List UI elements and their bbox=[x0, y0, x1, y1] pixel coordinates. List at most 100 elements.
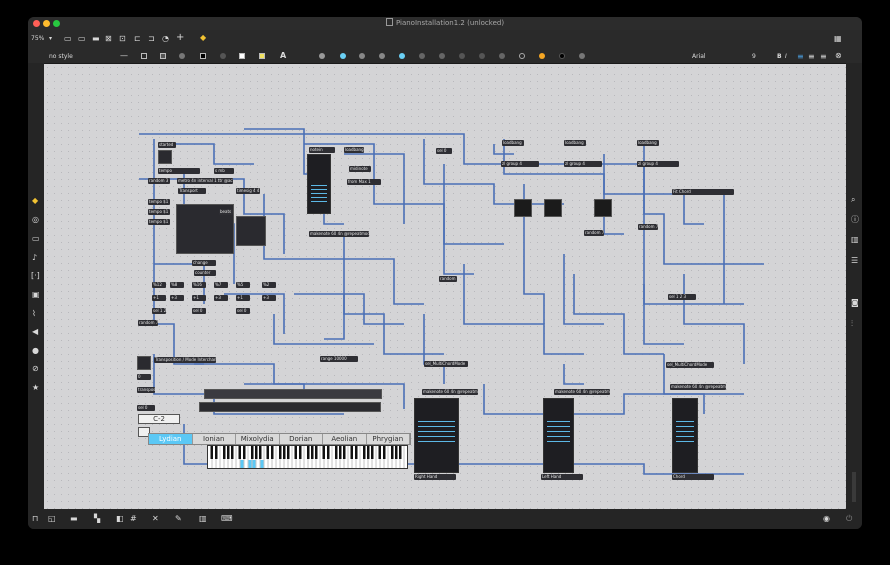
window-icon[interactable]: ▭ bbox=[32, 234, 40, 243]
patch-object[interactable]: sel 0 bbox=[436, 148, 452, 154]
number-box[interactable]: %2 bbox=[262, 282, 276, 288]
patch-object[interactable]: from Max 1 bbox=[347, 179, 381, 185]
patch-object[interactable]: zl group 4 bbox=[501, 161, 539, 167]
color-swatch[interactable] bbox=[479, 53, 485, 59]
style-menu[interactable]: no style bbox=[49, 53, 73, 60]
nslider-chord[interactable] bbox=[672, 398, 698, 473]
camera-icon[interactable]: ◙ bbox=[851, 298, 859, 307]
align-center-icon[interactable]: ≡ bbox=[808, 52, 815, 61]
mode-tab[interactable]: Aeolian bbox=[323, 434, 367, 444]
windows-icon[interactable]: ▚ bbox=[94, 514, 101, 523]
color-swatch[interactable] bbox=[200, 53, 206, 59]
patch-object[interactable]: loadbang bbox=[344, 147, 364, 153]
number-box[interactable]: %5 bbox=[236, 282, 250, 288]
dsp-meter-icon[interactable]: ◉ bbox=[823, 514, 830, 523]
patch-object[interactable]: range 10000 bbox=[320, 356, 358, 362]
patch-object[interactable]: notein bbox=[309, 147, 335, 153]
bold-button[interactable]: B bbox=[777, 53, 782, 60]
toggle-object-icon[interactable]: ⊡ bbox=[119, 34, 126, 43]
patch-object[interactable]: s mb bbox=[214, 168, 234, 174]
color-swatch[interactable] bbox=[539, 53, 545, 59]
wrench-icon[interactable]: ✎ bbox=[175, 514, 182, 523]
patch-object[interactable]: change bbox=[192, 260, 216, 266]
star-icon[interactable]: ★ bbox=[32, 383, 40, 392]
presentation-icon[interactable]: ◱ bbox=[48, 514, 56, 523]
number-box[interactable]: +3 bbox=[214, 295, 228, 301]
button-object-icon[interactable]: ⊠ bbox=[105, 34, 112, 43]
text-tool[interactable]: A bbox=[280, 51, 287, 60]
info-icon[interactable]: ⓘ bbox=[851, 215, 859, 224]
speaker-object[interactable] bbox=[594, 199, 612, 217]
note-display[interactable]: C-2 bbox=[138, 414, 180, 424]
minimize-window-button[interactable] bbox=[43, 20, 50, 27]
message-box[interactable] bbox=[204, 389, 382, 399]
bracket-icon[interactable]: [·] bbox=[31, 271, 40, 280]
color-swatch[interactable] bbox=[239, 53, 245, 59]
color-swatch[interactable] bbox=[399, 53, 405, 59]
patch-object[interactable]: makenote 60 4n @repeatmode 2 bbox=[309, 231, 369, 237]
patch-object[interactable]: midinote bbox=[349, 166, 371, 172]
color-swatch[interactable] bbox=[499, 53, 505, 59]
patch-object[interactable]: random 3 bbox=[148, 178, 170, 184]
border-icon[interactable] bbox=[141, 53, 147, 59]
plugin-icon[interactable]: ◀ bbox=[32, 327, 39, 336]
patcher-canvas[interactable]: started tempo s mb random 3 metro 4n int… bbox=[44, 64, 846, 509]
patch-object[interactable]: makenote 60 4n @repeatmode 2 bbox=[422, 389, 478, 395]
color-swatch[interactable] bbox=[459, 53, 465, 59]
patch-object[interactable]: loadbang bbox=[564, 140, 586, 146]
color-swatch[interactable] bbox=[439, 53, 445, 59]
line-color-icon[interactable]: — bbox=[120, 51, 128, 60]
number-box[interactable] bbox=[138, 427, 150, 437]
color-swatch[interactable] bbox=[340, 53, 346, 59]
chat-icon[interactable]: ▬ bbox=[70, 514, 78, 523]
nslider-right-hand[interactable] bbox=[414, 398, 459, 473]
debug-icon[interactable]: ◧ bbox=[116, 514, 124, 523]
zoom-window-button[interactable] bbox=[53, 20, 60, 27]
add-object-icon[interactable]: + bbox=[176, 32, 185, 43]
search-icon[interactable]: ⌕ bbox=[851, 195, 856, 204]
button-object[interactable] bbox=[137, 356, 151, 370]
italic-button[interactable]: I bbox=[785, 53, 787, 60]
target-icon[interactable]: ◎ bbox=[32, 215, 39, 224]
patch-object[interactable]: metro 4n interval 1 ttr @active 1 bbox=[177, 178, 233, 184]
font-menu[interactable]: Arial bbox=[692, 53, 706, 60]
patch-object[interactable]: timesig 4 4 bbox=[236, 188, 260, 194]
dial-icon[interactable]: ◔ bbox=[162, 34, 169, 43]
keyboard-icon[interactable]: ⌨ bbox=[221, 514, 233, 523]
color-swatch[interactable] bbox=[179, 53, 185, 59]
patch-object[interactable]: Fit Chord bbox=[672, 189, 734, 195]
patch-object[interactable]: zl group 4 bbox=[637, 161, 679, 167]
patch-object[interactable]: sel 0 bbox=[236, 308, 250, 314]
patch-object[interactable]: random 7 bbox=[138, 320, 158, 326]
patch-object[interactable]: sel 0 bbox=[137, 405, 155, 411]
circle-slash-icon[interactable]: ⊘ bbox=[32, 364, 39, 373]
color-swatch[interactable] bbox=[220, 53, 226, 59]
number-box[interactable]: +3 bbox=[262, 295, 276, 301]
grid-icon[interactable]: # bbox=[130, 514, 137, 523]
mode-tab[interactable]: Ionian bbox=[193, 434, 236, 444]
number-box[interactable]: +1 bbox=[192, 295, 206, 301]
inlet-icon[interactable]: ⊏ bbox=[134, 34, 141, 43]
kslider-keyboard[interactable] bbox=[207, 445, 408, 469]
patch-object[interactable]: makenote 60 4n @repeatmode 2 bbox=[670, 384, 726, 390]
list-icon[interactable]: ☰ bbox=[851, 256, 859, 265]
mode-tab[interactable]: Lydian bbox=[149, 434, 193, 444]
layout-icon[interactable]: ▥ bbox=[851, 235, 859, 244]
color-swatch[interactable] bbox=[419, 53, 425, 59]
font-size-menu[interactable]: 9 bbox=[752, 53, 756, 60]
nslider-left-hand[interactable] bbox=[543, 398, 574, 473]
p-icon[interactable]: ● bbox=[32, 346, 39, 355]
align-right-icon[interactable]: ≡ bbox=[820, 52, 827, 61]
patch-object[interactable]: sel 0 bbox=[192, 308, 206, 314]
color-swatch[interactable] bbox=[319, 53, 325, 59]
patch-object[interactable]: loadbang bbox=[637, 140, 659, 146]
mode-tab[interactable]: Mixolydia bbox=[236, 434, 280, 444]
number-box[interactable]: %8 bbox=[170, 282, 184, 288]
close-format-icon[interactable]: ⊗ bbox=[835, 51, 842, 60]
outlet-icon[interactable]: ⊐ bbox=[148, 34, 155, 43]
mode-tab[interactable]: Dorian bbox=[280, 434, 323, 444]
patch-object[interactable]: sel_MultiChordMode bbox=[666, 362, 714, 368]
power-icon[interactable]: ⏻ bbox=[846, 514, 853, 523]
number-row[interactable] bbox=[199, 402, 381, 412]
